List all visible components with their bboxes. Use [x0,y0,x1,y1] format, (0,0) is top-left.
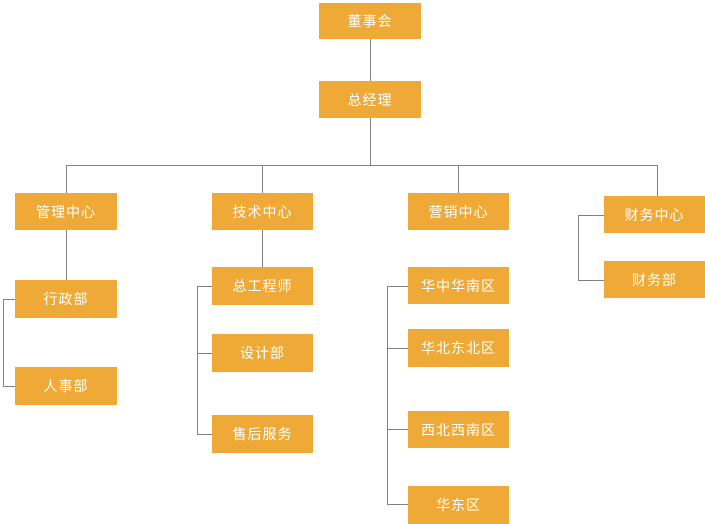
connector-line [370,39,371,81]
org-node-label: 技术中心 [232,203,293,220]
connector-line [387,348,408,349]
connector-line [197,286,198,434]
connector-line [262,165,263,193]
org-node-region-northwest-southwest[interactable]: 西北西南区 [408,411,509,448]
connector-line [578,215,579,280]
org-node-region-east[interactable]: 华东区 [408,486,509,524]
org-node-finance-dept[interactable]: 财务部 [604,261,705,298]
connector-line [3,299,4,386]
org-node-tech-center[interactable]: 技术中心 [212,193,313,230]
org-node-label: 西北西南区 [421,421,496,438]
org-node-region-north-northeast[interactable]: 华北东北区 [408,329,509,367]
org-node-label: 管理中心 [36,203,96,220]
org-node-general-manager[interactable]: 总经理 [319,81,421,118]
org-node-label: 董事会 [347,13,393,29]
org-node-admin-dept[interactable]: 行政部 [15,280,117,318]
connector-line [262,230,263,267]
connector-line [197,286,212,287]
connector-line [387,504,408,505]
connector-line [370,118,371,165]
org-node-label: 华北东北区 [421,340,496,356]
connector-line [387,286,388,504]
org-node-label: 人事部 [43,378,89,394]
connector-line [458,165,459,193]
connector-line [578,280,604,281]
connector-line [387,286,408,287]
connector-line [197,434,212,435]
org-node-board[interactable]: 董事会 [319,3,421,39]
org-node-label: 总工程师 [232,278,293,294]
connector-line [578,215,604,216]
connector-line [387,429,408,430]
connector-line [657,165,658,196]
org-node-label: 总经理 [347,91,393,108]
org-node-label: 设计部 [240,345,285,361]
org-node-label: 售后服务 [232,426,293,442]
org-node-marketing-center[interactable]: 营销中心 [408,193,509,230]
connector-line [66,165,67,193]
org-node-after-sales[interactable]: 售后服务 [212,415,313,453]
org-node-label: 财务中心 [624,206,685,223]
org-node-label: 财务部 [632,271,677,288]
connector-line [3,386,15,387]
org-node-chief-engineer[interactable]: 总工程师 [212,267,313,305]
connector-line [197,353,212,354]
connector-line [3,299,15,300]
org-node-label: 营销中心 [428,203,489,220]
org-node-label: 华中华南区 [421,277,496,294]
connector-line [66,230,67,280]
org-node-label: 华东区 [436,497,481,513]
org-node-design-dept[interactable]: 设计部 [212,334,313,372]
org-node-hr-dept[interactable]: 人事部 [15,367,117,405]
org-node-region-central-south[interactable]: 华中华南区 [408,267,509,304]
connector-line [66,165,658,166]
org-node-finance-center[interactable]: 财务中心 [604,196,705,233]
org-node-management-center[interactable]: 管理中心 [15,193,117,230]
org-node-label: 行政部 [43,291,89,307]
